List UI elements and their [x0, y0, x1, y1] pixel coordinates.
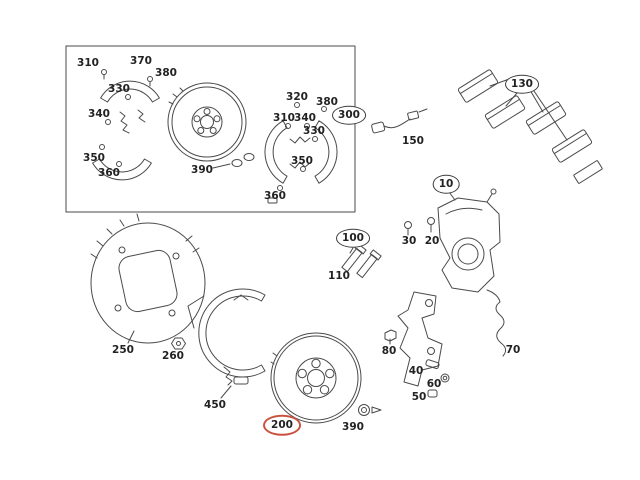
washer-60 [440, 373, 450, 383]
callout-250: 250 [112, 343, 134, 356]
callout-320: 320 [286, 90, 308, 103]
callout-330-left: 330 [108, 82, 130, 95]
brake-disc [270, 332, 362, 424]
fitting-30 [404, 221, 412, 236]
brake-caliper [437, 188, 501, 293]
brake-pad-set [457, 69, 603, 184]
callout-340-left: 340 [88, 107, 110, 120]
callout-60: 60 [426, 377, 442, 390]
callout-360-right: 360 [264, 189, 286, 202]
callout-110: 110 [328, 269, 350, 282]
callout-390-screw: 390 [342, 420, 364, 433]
callout-380-left: 380 [155, 66, 177, 79]
caliper-bolt [356, 249, 382, 279]
brake-drum-disc [167, 82, 247, 162]
callout-340-right: 340 [294, 111, 316, 124]
callout-390-adjuster: 390 [191, 163, 213, 176]
callout-130-group: 130 [505, 74, 539, 94]
callout-70: 70 [505, 343, 521, 356]
disc-set-screw [358, 404, 382, 416]
leader-100 [349, 247, 354, 254]
callout-200-highlighted: 200 [263, 414, 301, 436]
callout-360-left: 360 [98, 166, 120, 179]
guide-pin-40 [425, 359, 440, 369]
callout-260: 260 [162, 349, 184, 362]
callout-350-left: 350 [83, 151, 105, 164]
callout-330-right: 330 [303, 124, 325, 137]
callout-40: 40 [408, 364, 424, 377]
wear-sensor [371, 108, 428, 134]
brake-shoe-set-left [92, 69, 160, 181]
callout-450: 450 [204, 398, 226, 411]
parking-brake-shoes [198, 288, 266, 399]
callout-310-right: 310 [273, 111, 295, 124]
adjuster-rollers [212, 153, 255, 169]
callout-80: 80 [381, 344, 397, 357]
callout-150: 150 [402, 134, 424, 147]
callout-50: 50 [411, 390, 427, 403]
bolt-80 [384, 329, 397, 345]
callout-370: 370 [130, 54, 152, 67]
callout-310-left: 310 [77, 56, 99, 69]
callout-350-right: 350 [291, 154, 313, 167]
callout-10-group: 10 [432, 174, 460, 194]
caliper-carrier [397, 291, 443, 387]
cap-50 [427, 389, 438, 398]
fitting-20 [427, 217, 435, 233]
brake-shoe-set-right [264, 102, 338, 204]
callout-300-group: 300 [332, 105, 366, 125]
callout-100-group: 100 [336, 228, 370, 248]
splash-shield [90, 213, 206, 344]
callout-30: 30 [401, 234, 417, 247]
pad-retaining-spring [486, 289, 507, 357]
callout-20: 20 [424, 234, 440, 247]
callout-380-right: 380 [316, 95, 338, 108]
bolt-260 [171, 337, 186, 350]
kit-box-outline [65, 45, 356, 213]
